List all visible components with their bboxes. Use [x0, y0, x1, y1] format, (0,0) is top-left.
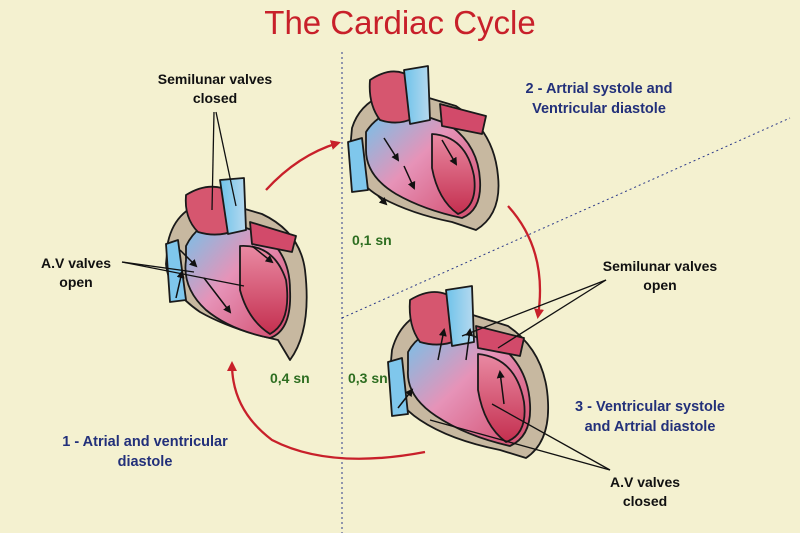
cycle-arrows — [227, 140, 544, 460]
label-line: Ventricular diastole — [532, 101, 666, 117]
time-label-0-1: 0,1 sn — [352, 232, 392, 248]
leader-av-closed-b — [491, 403, 611, 471]
leader-semilunar-open-a — [461, 279, 607, 337]
leader-av-open-a — [121, 261, 195, 273]
leader-av-closed-a — [429, 419, 611, 471]
label-line: and Artrial diastole — [584, 419, 716, 435]
leader-semilunar-open-b — [497, 279, 607, 349]
label-leader-lines — [121, 111, 611, 471]
phase-3-label: 3 - Ventricular systole and Artrial dias… — [552, 397, 748, 437]
label-line: A.V valves — [609, 474, 681, 490]
label-line: A.V valves — [40, 255, 112, 271]
label-line: 3 - Ventricular systole — [575, 399, 725, 415]
page-title: The Cardiac Cycle — [264, 4, 536, 41]
label-line: open — [643, 277, 677, 293]
label-line: closed — [192, 90, 238, 106]
leader-semilunar-closed-b — [215, 111, 237, 207]
label-line: Semilunar valves — [157, 71, 273, 87]
phase-2-label: 2 - Artrial systole and Ventricular dias… — [494, 79, 704, 119]
label-line: 1 - Atrial and ventricular — [62, 434, 228, 450]
label-av-valves-closed: A.V valves closed — [590, 473, 700, 511]
heart-atrial-systole-flow-arrows — [377, 137, 458, 206]
cycle-arrow-1-to-2 — [265, 140, 341, 191]
label-semilunar-valves-closed: Semilunar valves closed — [140, 70, 290, 108]
label-semilunar-valves-open: Semilunar valves open — [580, 257, 740, 295]
leader-semilunar-closed-a — [211, 111, 215, 211]
heart-ventricular-systole-flow-arrows — [397, 328, 505, 409]
label-line: diastole — [117, 454, 173, 470]
leader-av-open-b — [121, 261, 245, 287]
heart-diastole-flow-arrows — [175, 245, 274, 314]
cycle-arrow-3-to-1 — [227, 361, 426, 460]
time-label-0-3: 0,3 sn — [348, 370, 388, 386]
diagonal-divider — [341, 117, 791, 319]
label-line: closed — [622, 493, 668, 509]
divider-lines — [341, 52, 791, 533]
time-label-0-4: 0,4 sn — [270, 370, 310, 386]
heart-atrial-systole-icon — [347, 65, 500, 231]
cycle-arrow-2-to-3 — [507, 205, 544, 319]
label-line: open — [59, 274, 93, 290]
label-av-valves-open: A.V valves open — [28, 254, 124, 292]
label-line: Semilunar valves — [602, 258, 718, 274]
phase-1-label: 1 - Atrial and ventricular diastole — [40, 432, 250, 472]
label-line: 2 - Artrial systole and — [525, 81, 673, 97]
heart-diastole-icon — [165, 177, 308, 361]
